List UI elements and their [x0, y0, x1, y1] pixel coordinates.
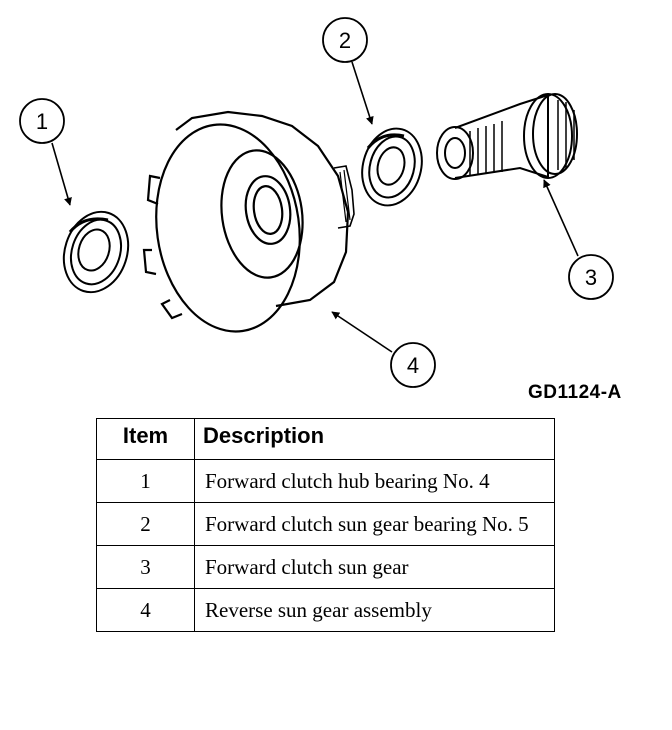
row-description: Reverse sun gear assembly [194, 588, 555, 632]
row-description: Forward clutch hub bearing No. 4 [194, 459, 555, 503]
svg-text:1: 1 [36, 109, 48, 134]
table-row: 2 Forward clutch sun gear bearing No. 5 [96, 502, 555, 546]
table-header-row: Item Description [96, 418, 555, 460]
callout-2: 2 [322, 17, 374, 125]
row-item: 2 [96, 502, 195, 546]
header-item: Item [96, 418, 195, 460]
exploded-parts-diagram: 1 2 3 4 [19, 17, 614, 388]
table-row: 4 Reverse sun gear assembly [96, 588, 555, 632]
row-item: 3 [96, 545, 195, 589]
hub-bearing-icon [62, 210, 130, 294]
parts-legend-table: Item Description 1 Forward clutch hub be… [96, 418, 555, 632]
row-item: 1 [96, 459, 195, 503]
svg-text:3: 3 [585, 265, 597, 290]
row-item: 4 [96, 588, 195, 632]
callout-1: 1 [19, 98, 72, 206]
callout-3: 3 [543, 179, 614, 300]
callout-4: 4 [331, 311, 436, 388]
table-row: 1 Forward clutch hub bearing No. 4 [96, 459, 555, 503]
header-description: Description [194, 418, 555, 460]
forward-sun-gear-icon [436, 93, 578, 180]
svg-text:2: 2 [339, 28, 351, 53]
reverse-sun-gear-drum-icon [142, 110, 355, 333]
figure-id: GD1124-A [528, 382, 622, 403]
row-description: Forward clutch sun gear [194, 545, 555, 589]
table-row: 3 Forward clutch sun gear [96, 545, 555, 589]
sun-gear-bearing-icon [361, 127, 423, 207]
svg-text:4: 4 [407, 353, 419, 378]
row-description: Forward clutch sun gear bearing No. 5 [194, 502, 555, 546]
